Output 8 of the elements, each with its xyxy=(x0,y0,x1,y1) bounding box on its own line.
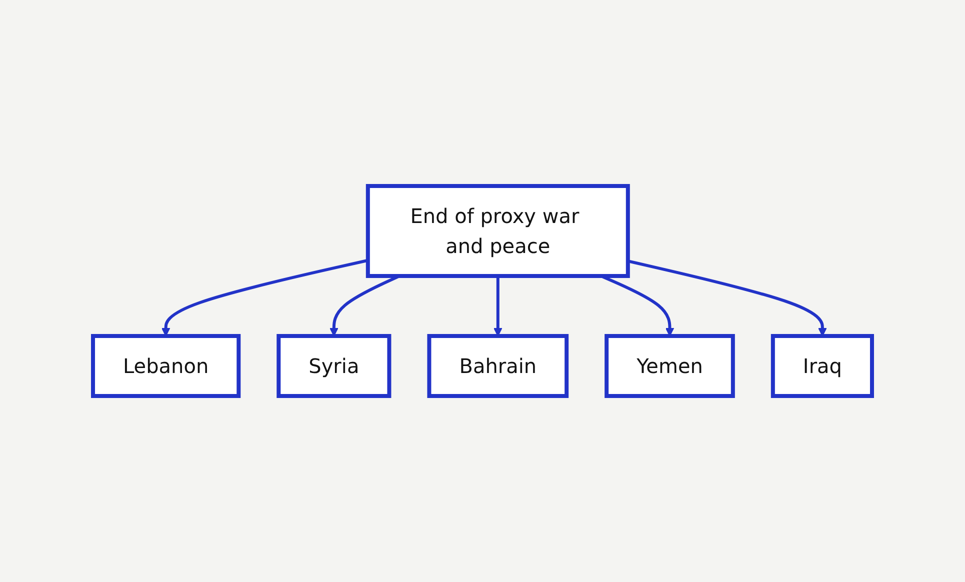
node-box: Iraq xyxy=(770,334,874,398)
arrow xyxy=(628,260,827,336)
node-box: Syria xyxy=(276,334,392,398)
node-box: Lebanon xyxy=(91,334,241,398)
node-box: End of proxy war and peace xyxy=(366,184,630,278)
node-box: Bahrain xyxy=(427,334,569,398)
arrow xyxy=(494,276,502,336)
node-box: Yemen xyxy=(604,334,735,398)
